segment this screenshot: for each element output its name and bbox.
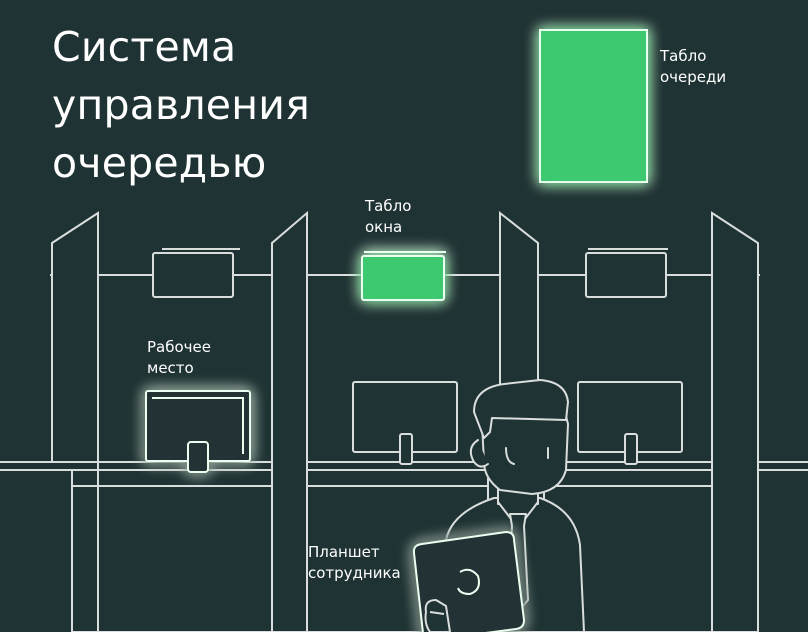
partition-2 [271, 210, 308, 632]
queue-board-glow [539, 29, 648, 183]
partition-4 [711, 211, 759, 632]
window-board-label-line-2: окна [365, 218, 403, 236]
staff-tablet-label-line-1: Планшет [308, 543, 380, 561]
workplace-label: Рабочее место [147, 337, 211, 379]
title-line-3: очередью [52, 139, 267, 187]
employee-hair [473, 379, 569, 439]
window-board-left [152, 252, 234, 298]
window-board-glow [361, 251, 446, 301]
window-boards-off [152, 248, 668, 298]
page-title: Система управления очередью [52, 18, 392, 192]
title-line-1: Система [52, 23, 237, 71]
workplace-monitor-glow [145, 390, 251, 473]
queue-board-label-line-2: очереди [660, 68, 727, 86]
counters [71, 469, 745, 632]
workplace-label-line-1: Рабочее [147, 338, 211, 356]
counter-1 [71, 469, 281, 632]
partition-1 [51, 211, 99, 463]
queue-board-label-line-1: Табло [660, 47, 707, 65]
window-board-label-line-1: Табло [365, 197, 412, 215]
workplace-label-line-2: место [147, 359, 194, 377]
employee-hand [424, 599, 451, 632]
window-board-label: Табло окна [365, 196, 411, 238]
staff-tablet-label: Планшет сотрудника [308, 542, 401, 584]
window-board-active [361, 255, 445, 301]
window-board-right [585, 252, 667, 298]
queue-board-label: Табло очереди [660, 46, 726, 88]
queue-board [539, 29, 648, 183]
staff-tablet-label-line-2: сотрудника [308, 564, 401, 582]
monitors-off [352, 381, 683, 465]
title-line-2: управления [52, 81, 310, 129]
